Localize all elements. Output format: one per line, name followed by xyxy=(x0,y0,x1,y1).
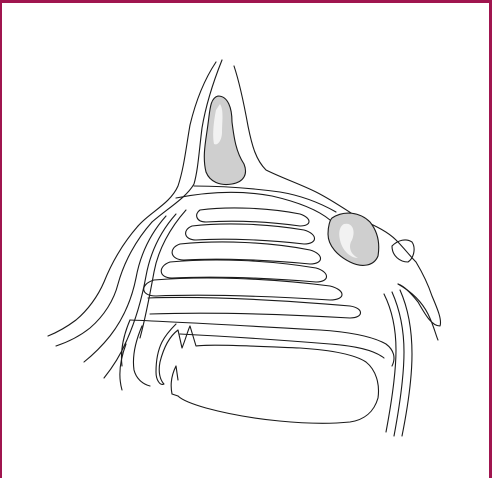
nasal-ala-cavity xyxy=(328,213,379,265)
soft-palate xyxy=(120,320,150,390)
frontal-sinus xyxy=(204,96,245,185)
superior-nasal-concha xyxy=(186,208,315,244)
middle-nasal-concha xyxy=(161,242,326,282)
upper-lip-strands xyxy=(384,284,438,436)
hard-palate xyxy=(130,320,394,423)
nasal-dorsum-outline xyxy=(176,186,441,326)
frontal-bone-outline xyxy=(138,60,362,226)
nasal-cavity-wall xyxy=(48,210,186,378)
inferior-nasal-concha xyxy=(144,278,361,318)
